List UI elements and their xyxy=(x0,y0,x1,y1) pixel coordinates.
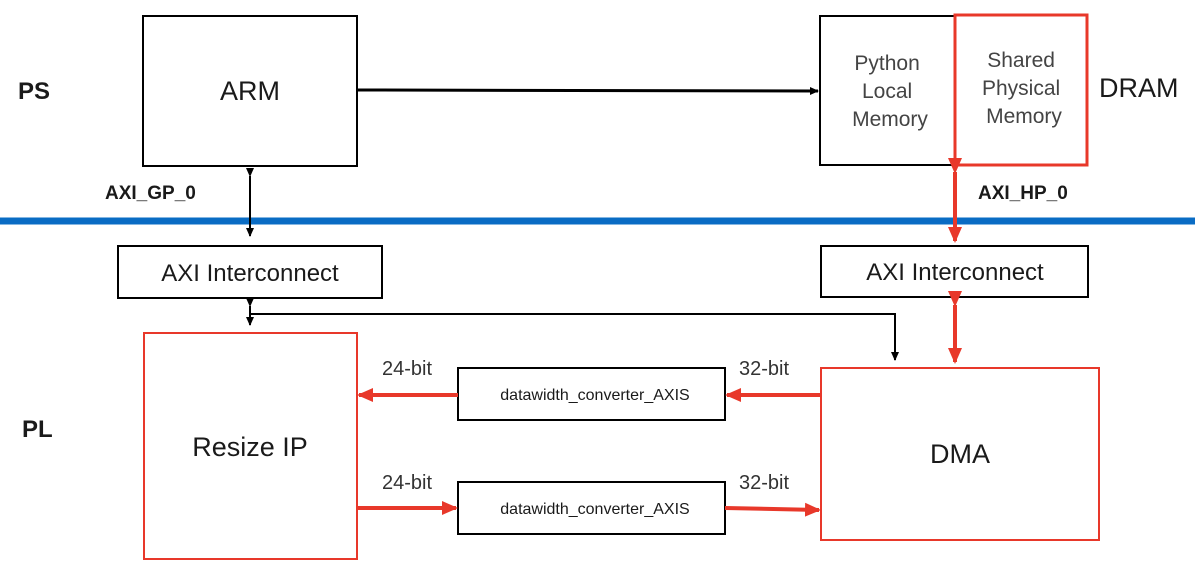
width-label-top-left: 24-bit xyxy=(382,358,432,380)
shared-memory-region xyxy=(953,13,1089,167)
datawidth-converter-top-label: datawidth_converter_AXIS xyxy=(500,387,689,404)
python-memory-line-3: Memory xyxy=(852,108,928,131)
shared-memory-label: Shared Physical Memory xyxy=(982,49,1066,128)
width-label-top-right: 32-bit xyxy=(739,358,789,380)
axi-interconnect-left xyxy=(117,245,383,299)
dma-label: DMA xyxy=(930,439,990,469)
axi-interconnect-right-label: AXI Interconnect xyxy=(866,259,1044,286)
shared-memory-line-3: Memory xyxy=(986,105,1062,128)
python-memory-line-2: Local xyxy=(862,80,912,103)
dram-block: Python Local Memory Shared Physical Memo… xyxy=(819,13,1089,167)
python-memory-label: Python Local Memory xyxy=(852,52,928,131)
axi-interconnect-right xyxy=(820,245,1089,298)
python-memory-region xyxy=(819,15,957,166)
arm-to-dram-arrow xyxy=(356,86,819,95)
pl-label: PL xyxy=(22,416,53,443)
arm-label: ARM xyxy=(220,76,280,106)
width-label-bottom-left: 24-bit xyxy=(382,472,432,494)
axi-interconnect-left-label: AXI Interconnect xyxy=(161,260,339,287)
datawidth-converter-top xyxy=(457,367,726,421)
axi-hp-0-label: AXI_HP_0 xyxy=(978,183,1068,204)
dma-block xyxy=(820,367,1100,541)
axi-gp-0-label: AXI_GP_0 xyxy=(105,183,196,204)
width-label-bottom-right: 32-bit xyxy=(739,472,789,494)
shared-memory-line-2: Physical xyxy=(982,77,1060,100)
shared-memory-line-1: Shared xyxy=(987,49,1055,72)
interconnect-dma-control-link xyxy=(250,313,899,361)
converter-bottom-to-dma-arrow xyxy=(724,502,821,517)
resize-ip-block xyxy=(143,332,358,560)
dram-label: DRAM xyxy=(1099,73,1179,103)
ps-label: PS xyxy=(18,78,50,105)
resize-ip-label: Resize IP xyxy=(192,432,308,462)
arm-block xyxy=(142,15,358,167)
python-memory-line-1: Python xyxy=(854,52,919,75)
datawidth-converter-bottom-label: datawidth_converter_AXIS xyxy=(500,501,689,518)
